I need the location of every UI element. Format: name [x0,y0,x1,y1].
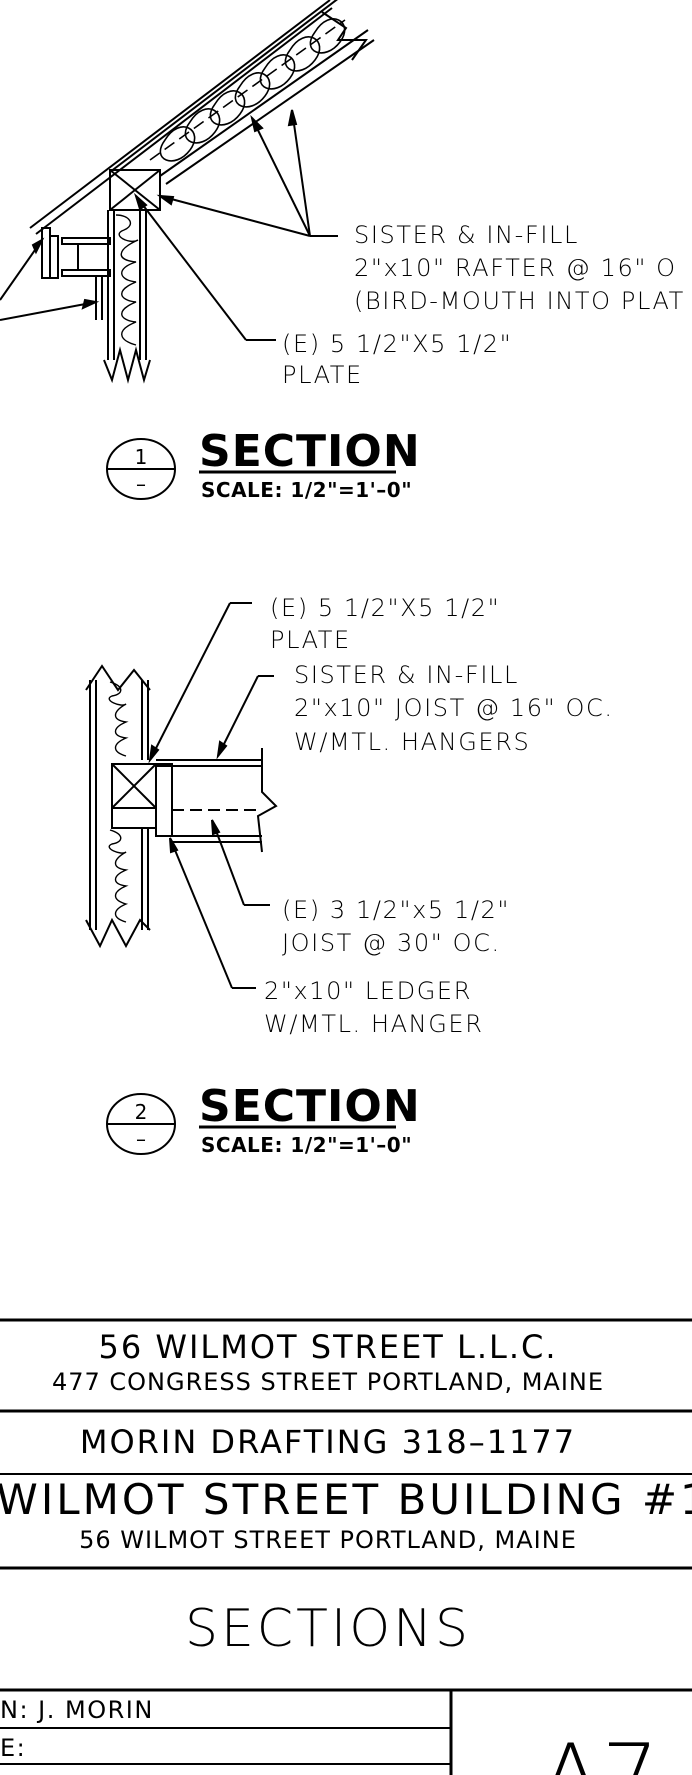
callout-plate-line2: PLATE [270,626,351,654]
detail-1-callouts: SISTER & IN-FILL 2"x10" RAFTER @ 16" O (… [282,221,685,389]
detail-sheet-ref: – [136,472,146,496]
section-scale: SCALE: 1/2"=1'–0" [201,1133,412,1157]
owner-name: 56 WILMOT STREET L.L.C. [98,1328,557,1366]
sheet-title: SECTIONS [185,1599,471,1659]
detail-sheet-ref: – [136,1127,146,1151]
project-name: 6 WILMOT STREET BUILDING #1 [0,1475,692,1524]
callout-joist-line2: JOIST @ 30" OC. [282,929,501,957]
owner-address: 477 CONGRESS STREET PORTLAND, MAINE [52,1368,604,1396]
callout-sister-line2: 2"x10" JOIST @ 16" OC. [294,694,614,722]
drafter: MORIN DRAFTING 318–1177 [80,1423,576,1461]
sheet-number: A7 [540,1725,659,1775]
callout-ledger-line1: 2"x10" LEDGER [264,977,472,1005]
drawn-by: N: J. MORIN [0,1696,154,1724]
detail-2-callouts: (E) 5 1/2"X5 1/2" PLATE SISTER & IN-FILL… [264,594,614,1038]
detail-1-title: 1 – SECTION SCALE: 1/2"=1'–0" [106,426,421,502]
callout-plate-line1: (E) 5 1/2"X5 1/2" [270,594,500,622]
section-title: SECTION [199,1081,421,1132]
title-block: 56 WILMOT STREET L.L.C. 477 CONGRESS STR… [0,1318,692,1775]
callout-joist-line1: (E) 3 1/2"x5 1/2" [282,896,510,924]
callout-sister-line3: W/MTL. HANGERS [294,728,530,756]
detail-2-drawing [85,602,278,989]
callout-sister-line1: SISTER & IN-FILL [354,221,579,249]
callout-plate-line1: (E) 5 1/2"X5 1/2" [282,330,512,358]
detail-1-drawing [0,0,375,384]
detail-2-title: 2 – SECTION SCALE: 1/2"=1'–0" [106,1081,421,1157]
wall-insulation [115,214,139,346]
date-label: E: [0,1734,26,1762]
section-title: SECTION [199,426,421,477]
detail-number: 1 [135,445,148,469]
callout-sister-line2: 2"x10" RAFTER @ 16" O [354,254,677,282]
callout-sister-line3: (BIRD-MOUTH INTO PLAT [354,287,685,315]
detail-number: 2 [135,1100,148,1124]
rafter-insulation [149,18,346,162]
callout-sister-line1: SISTER & IN-FILL [294,661,519,689]
section-scale: SCALE: 1/2"=1'–0" [201,478,412,502]
project-address: 56 WILMOT STREET PORTLAND, MAINE [79,1526,577,1554]
callout-plate-line2: PLATE [282,361,363,389]
callout-ledger-line2: W/MTL. HANGER [264,1010,483,1038]
